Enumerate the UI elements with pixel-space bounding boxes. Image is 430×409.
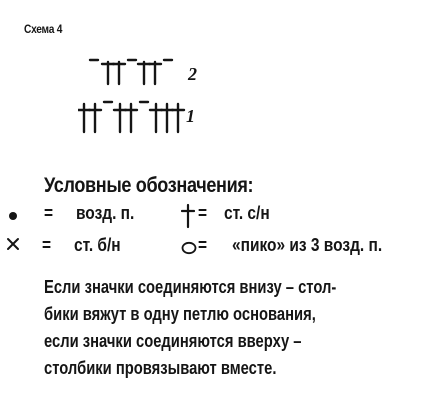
note-line-4: столбики провязывают вместе.: [44, 358, 277, 378]
row-number-2: 2: [188, 64, 197, 84]
legend-eq-4: =: [198, 235, 208, 255]
crochet-scheme-diagram: [78, 58, 186, 134]
note-line-3: если значки соединяются вверху –: [44, 331, 302, 351]
cross-icon: [7, 238, 19, 250]
scheme-title: Схема 4: [24, 22, 63, 36]
dagger-icon: [181, 203, 195, 229]
legend-eq-3: =: [42, 235, 52, 255]
dot-icon: [9, 212, 17, 220]
legend-eq-1: =: [44, 203, 54, 223]
legend-label-sc: ст. б/н: [74, 235, 121, 255]
legend-eq-2: =: [198, 203, 208, 223]
legend-heading: Условные обозначения:: [44, 174, 254, 197]
circle-icon: [181, 241, 197, 255]
row-number-1: 1: [186, 106, 195, 126]
scheme-row-1: [78, 100, 186, 134]
legend-label-dc: ст. с/н: [224, 203, 270, 223]
scheme-row-2: [88, 58, 174, 86]
legend-label-picot: «пико» из 3 возд. п.: [232, 235, 383, 255]
note-line-1: Если значки соединяются внизу – стол-: [44, 277, 337, 297]
note-line-2: бики вяжут в одну петлю основания,: [44, 304, 316, 324]
legend-label-chain: возд. п.: [76, 203, 135, 223]
